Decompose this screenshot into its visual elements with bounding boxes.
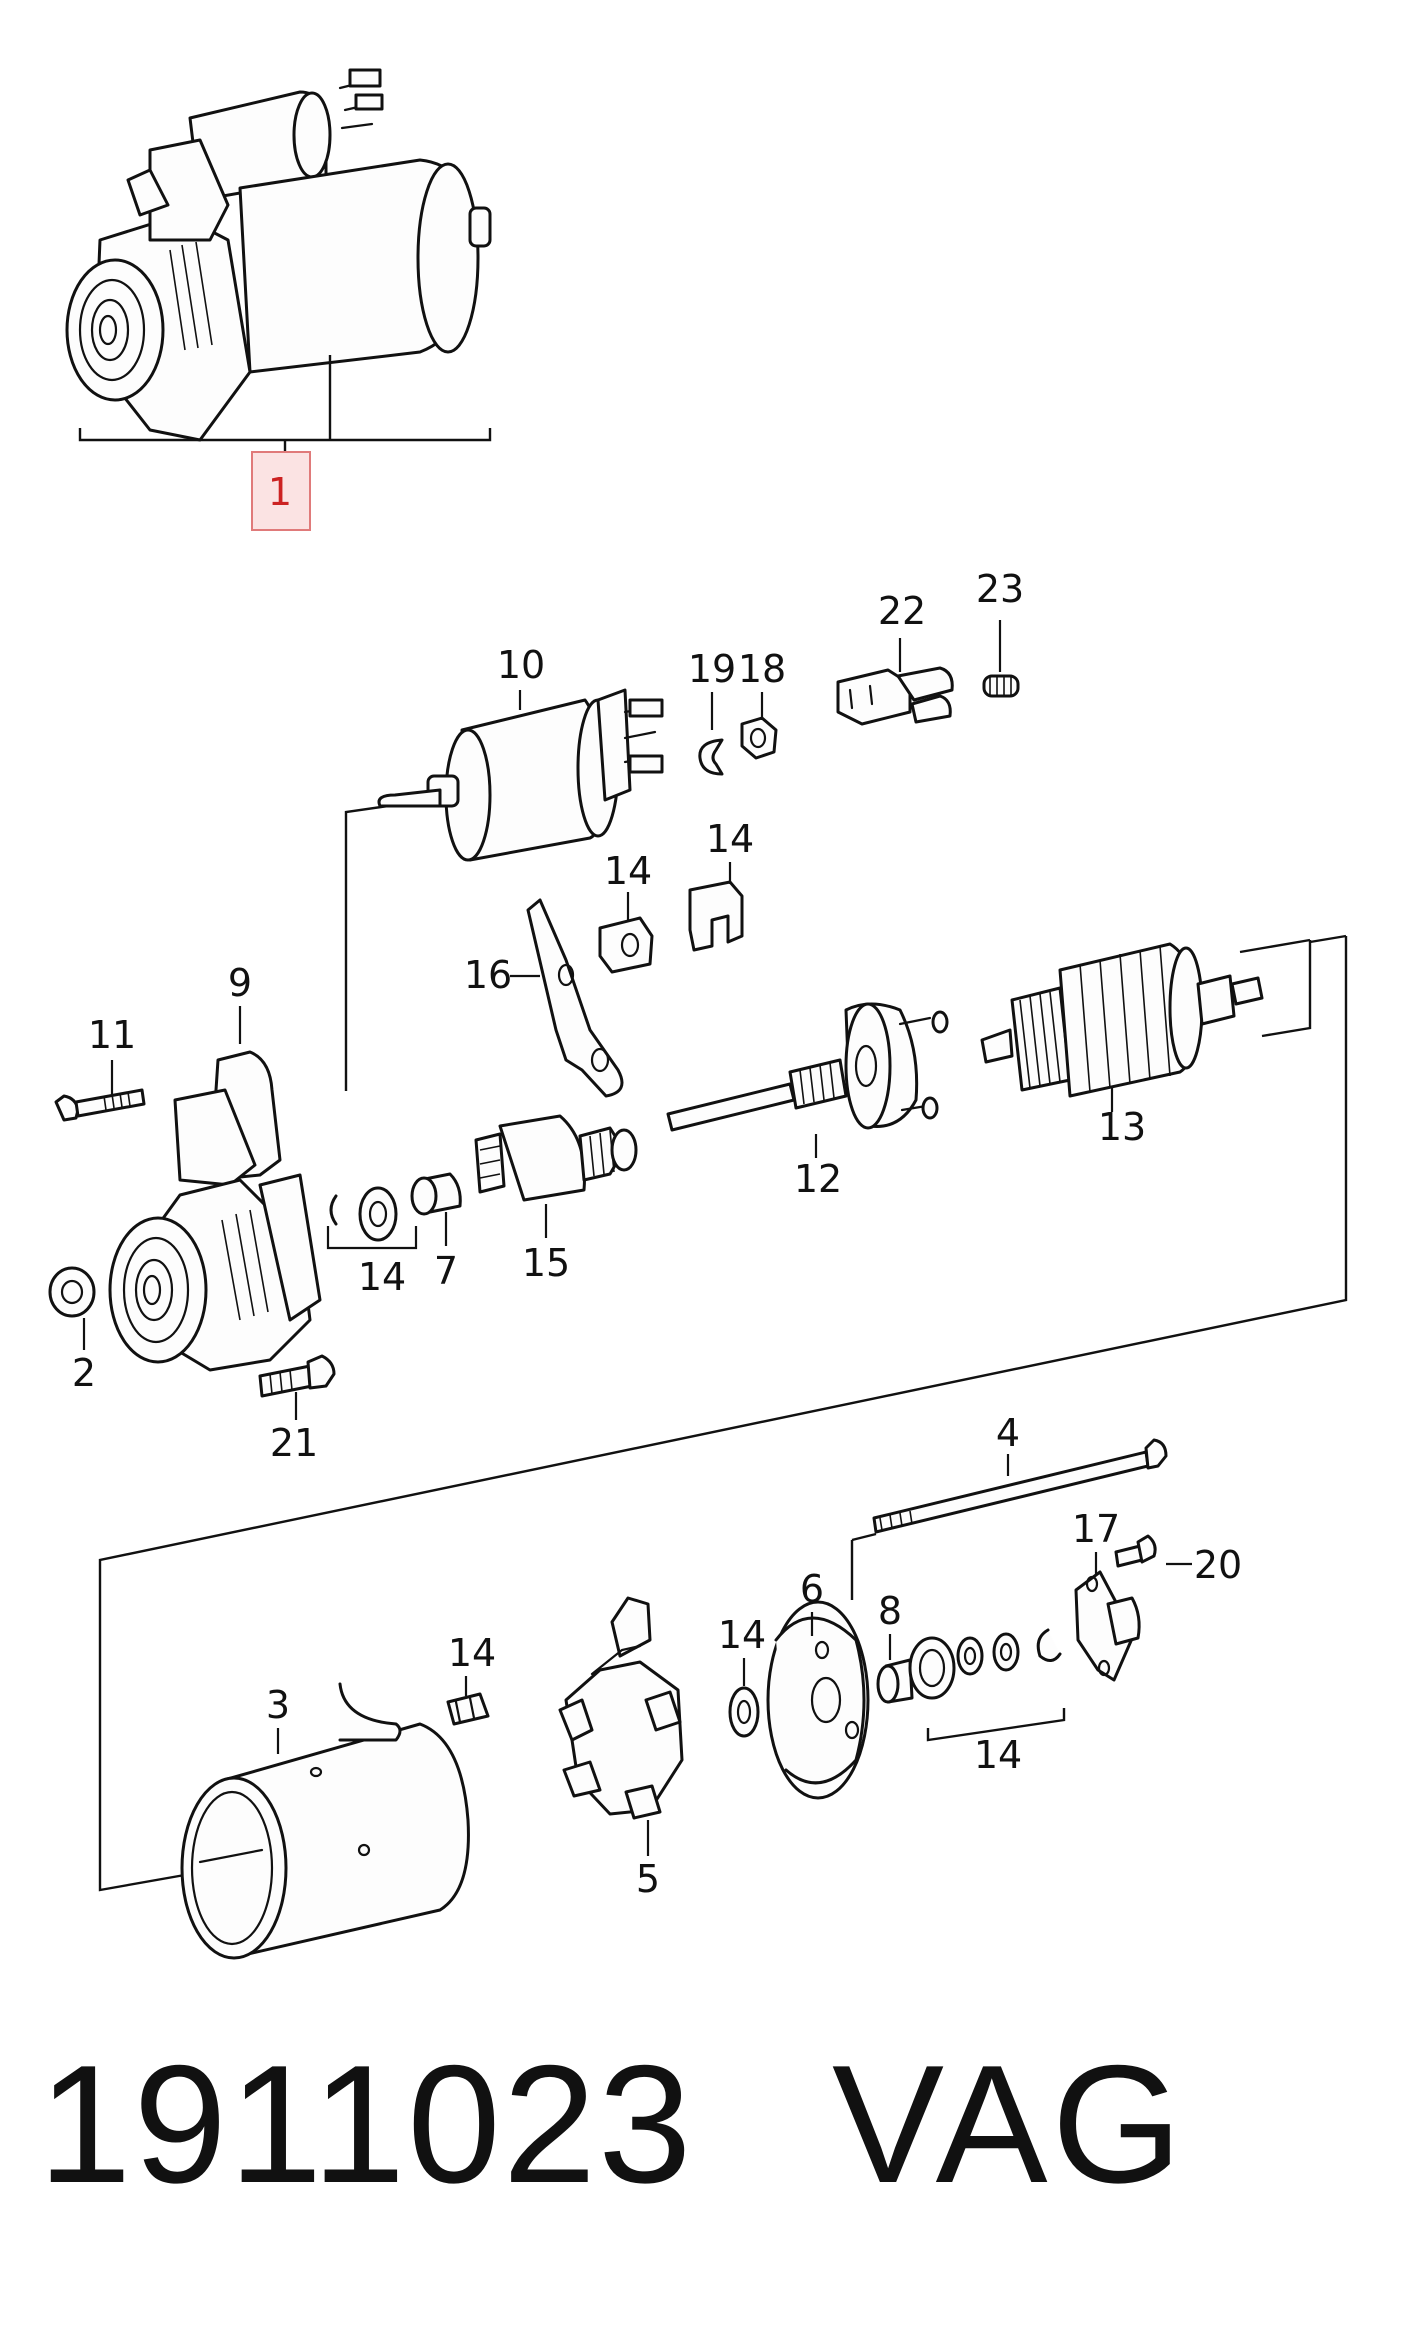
callout-label-1: 1 (268, 470, 292, 514)
callout-label-17: 17 (1072, 1507, 1120, 1551)
bushing-2 (48, 1266, 96, 1318)
washer-14-e (728, 1686, 760, 1738)
bolt-21 (258, 1354, 336, 1398)
callout-label-23: 23 (976, 567, 1024, 611)
cap-17 (1074, 1570, 1141, 1682)
brand-name: VAG (832, 2030, 1187, 2218)
through-bolt-4 (872, 1438, 1168, 1534)
screw-20 (1114, 1534, 1157, 1568)
leader-lines (82, 620, 1192, 1856)
callout-labels: 10 19 18 22 23 14 14 16 9 11 2 21 14 7 1… (72, 567, 1242, 1901)
callout-label-14a: 14 (604, 849, 652, 893)
callout-label-16: 16 (464, 953, 512, 997)
callout-label-5: 5 (636, 1857, 660, 1901)
part-number: 1911023 (38, 2030, 694, 2218)
starter-assembly-illustration (65, 68, 492, 458)
block-14-d (446, 1692, 490, 1726)
callout-label-21: 21 (270, 1421, 318, 1465)
bushing-8 (876, 1658, 914, 1704)
callout-label-22: 22 (878, 589, 926, 633)
bushing-7 (410, 1172, 462, 1216)
callout-label-3: 3 (266, 1683, 290, 1727)
screw-23 (982, 674, 1020, 698)
group-frame-middle (98, 804, 1348, 1892)
yoke-3 (180, 1682, 470, 1960)
callout-label-2: 2 (72, 1351, 96, 1395)
callout-label-19: 19 (688, 647, 736, 691)
callout-label-14d: 14 (448, 1631, 496, 1675)
callout-label-4: 4 (996, 1411, 1020, 1455)
callout-label-12: 12 (794, 1157, 842, 1201)
callout-label-8: 8 (878, 1589, 902, 1633)
damper-14-a (598, 916, 654, 974)
callout-label-14b: 14 (706, 817, 754, 861)
brush-holder-5 (558, 1596, 684, 1820)
rings-14-c (329, 1186, 398, 1242)
callout-label-10: 10 (497, 643, 545, 687)
callout-1-highlighted[interactable]: 1 (251, 451, 311, 531)
callout-label-7: 7 (434, 1249, 458, 1293)
callout-label-14c: 14 (358, 1255, 406, 1299)
callout-label-13: 13 (1098, 1105, 1146, 1149)
washers-14-f (908, 1628, 1066, 1742)
shaft-12 (666, 1002, 949, 1132)
callout-label-18: 18 (738, 647, 786, 691)
end-plate-6 (766, 1532, 877, 1800)
fork-lever-16 (526, 898, 624, 1098)
drive-end-housing-9 (108, 1050, 322, 1372)
callout-label-15: 15 (522, 1241, 570, 1285)
bolt-11 (54, 1088, 146, 1122)
callout-label-11: 11 (88, 1013, 136, 1057)
circlip-19 (698, 738, 724, 776)
callout-label-20: 20 (1194, 1543, 1242, 1587)
pinion-clutch-15 (474, 1114, 638, 1202)
solenoid-10 (377, 688, 664, 862)
damper-14-b (688, 880, 744, 952)
armature-13 (980, 942, 1264, 1098)
nut-18 (740, 716, 778, 760)
callout-label-6: 6 (800, 1567, 824, 1611)
connector-22 (836, 666, 954, 726)
callout-label-9: 9 (228, 961, 252, 1005)
callout-label-14e: 14 (718, 1613, 766, 1657)
callout-label-14f: 14 (974, 1733, 1022, 1777)
